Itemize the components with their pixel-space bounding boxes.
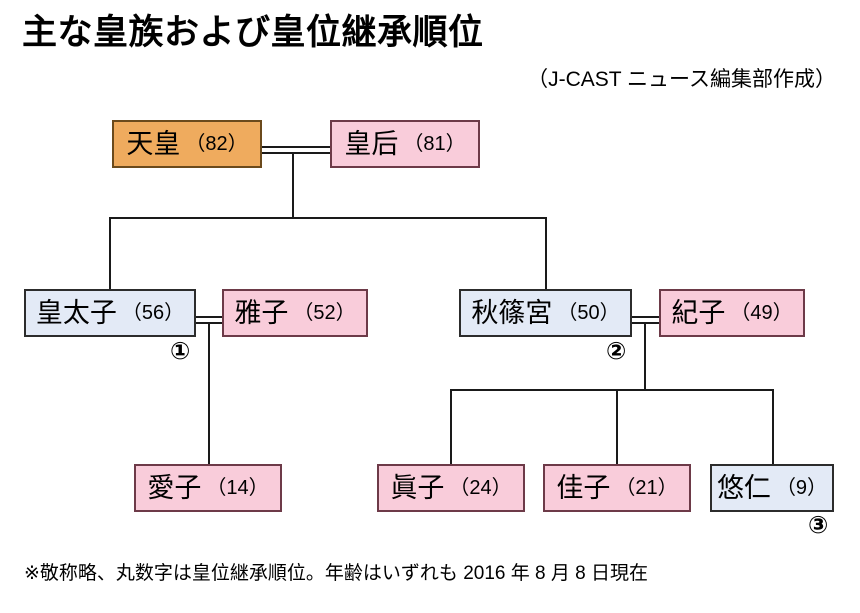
- node-akishino-name: 秋篠宮: [471, 297, 553, 328]
- credit-line: （J-CAST ニュース編集部作成）: [527, 68, 836, 91]
- node-kiko[interactable]: 紀子 （49）: [659, 289, 805, 337]
- node-hisahito-name: 悠仁: [716, 472, 771, 503]
- node-kiko-age: （49）: [730, 302, 793, 324]
- node-masako-age: （52）: [293, 302, 356, 324]
- node-hisahito[interactable]: 悠仁 （9）: [710, 464, 834, 512]
- node-kiko-name: 紀子: [671, 297, 726, 328]
- rank-badge-hisahito: ③: [808, 512, 829, 539]
- connector-drop-hisahito: [772, 389, 774, 465]
- node-akishino-age: （50）: [557, 302, 620, 324]
- node-crown-prince-name: 皇太子: [35, 297, 117, 328]
- node-akishino[interactable]: 秋篠宮 （50）: [459, 289, 632, 337]
- node-aiko-name: 愛子: [147, 472, 202, 503]
- connector-sibling-bus-bottom: [450, 389, 774, 391]
- node-mako-name: 眞子: [390, 472, 445, 503]
- marriage-line-emperor-empress: [262, 146, 330, 154]
- footnote: ※敬称略、丸数字は皇位継承順位。年齢はいずれも 2016 年 8 月 8 日現在: [24, 563, 648, 584]
- connector-drop-crown-prince: [109, 217, 111, 290]
- connector-drop-aiko: [208, 324, 210, 465]
- node-kako[interactable]: 佳子 （21）: [543, 464, 691, 512]
- connector-drop-kako: [616, 389, 618, 465]
- connector-emperor-children-drop: [292, 154, 294, 218]
- node-emperor-age: （82）: [185, 133, 248, 155]
- node-hisahito-age: （9）: [775, 477, 828, 499]
- marriage-line-crownprince-masako: [196, 316, 223, 324]
- node-empress[interactable]: 皇后 （81）: [330, 120, 480, 168]
- node-mako-age: （24）: [449, 477, 512, 499]
- node-crown-prince-age: （56）: [121, 302, 185, 324]
- connector-drop-akishino: [545, 217, 547, 290]
- node-crown-prince[interactable]: 皇太子 （56）: [24, 289, 196, 337]
- node-masako-name: 雅子: [234, 297, 289, 328]
- node-empress-age: （81）: [403, 133, 466, 155]
- rank-badge-akishino: ②: [606, 338, 627, 365]
- node-aiko-age: （14）: [206, 477, 269, 499]
- node-masako[interactable]: 雅子 （52）: [222, 289, 368, 337]
- page-title: 主な皇族および皇位継承順位: [22, 13, 484, 52]
- node-empress-name: 皇后: [344, 128, 399, 159]
- connector-akishino-children-drop: [644, 324, 646, 390]
- node-emperor[interactable]: 天皇 （82）: [112, 120, 262, 168]
- connector-drop-mako: [450, 389, 452, 465]
- node-emperor-name: 天皇: [126, 128, 181, 159]
- marriage-line-akishino-kiko: [632, 316, 659, 324]
- connector-sibling-bus-top: [109, 217, 547, 219]
- rank-badge-crown-prince: ①: [170, 338, 191, 365]
- node-aiko[interactable]: 愛子 （14）: [134, 464, 282, 512]
- node-mako[interactable]: 眞子 （24）: [377, 464, 525, 512]
- node-kako-name: 佳子: [556, 472, 611, 503]
- node-kako-age: （21）: [615, 477, 678, 499]
